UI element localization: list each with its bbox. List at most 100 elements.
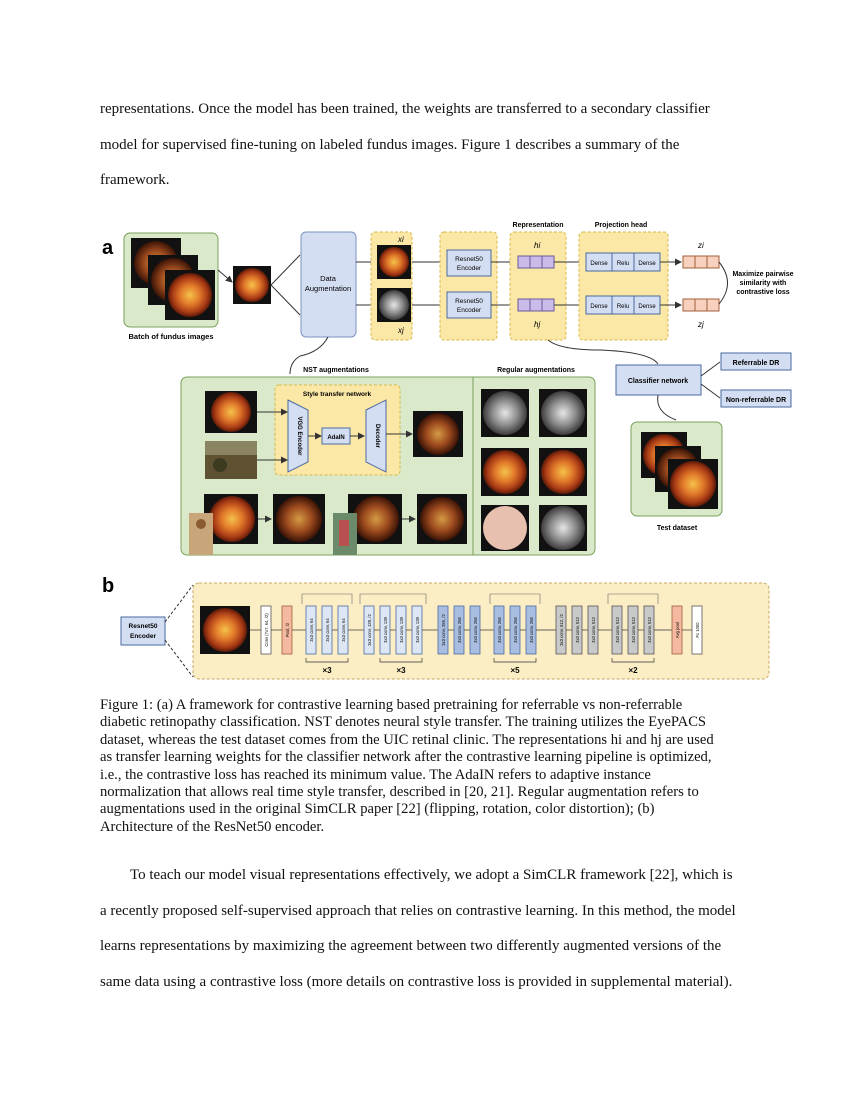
text-line: a recently proposed self-supervised appr… (100, 902, 736, 919)
regular-augmentation-grid (481, 389, 587, 551)
figure-caption: Figure 1: (a) A framework for contrastiv… (100, 697, 750, 836)
text-line: learns representations by maximizing the… (100, 938, 722, 954)
b-encoder-line2: Encoder (130, 633, 156, 640)
dense-label: Dense (638, 304, 656, 310)
layer-label: 3x3 conv, 512 (647, 616, 652, 642)
vgg-encoder-label: VGG Encoder (296, 416, 302, 456)
encoder-top (446, 249, 492, 277)
layer-label: 3x3 conv, 512 (615, 616, 620, 642)
caption-line: Architecture of the ResNet50 encoder. (100, 818, 325, 835)
layer-label: Fc 1000 (695, 622, 700, 638)
batch-fundus-stack (131, 238, 215, 320)
stylized-fundus (417, 413, 459, 455)
layer-label: 3x3 conv, 512 (591, 616, 596, 642)
b-input-fundus (203, 608, 247, 652)
referrable-box (720, 352, 792, 371)
xi-image (379, 247, 409, 277)
encoder-top-line1: Resnet50 (455, 256, 483, 263)
layer-label: 3x3 conv, 512 (575, 616, 580, 642)
b-encoder-box (120, 616, 166, 646)
regular-title: Regular augmentations (497, 367, 575, 374)
hi-label: hi (534, 241, 540, 250)
encoder-bottom-line1: Resnet50 (455, 298, 483, 305)
layer-label: 3x3 conv, 256 (473, 616, 478, 642)
caption-line: augmentations used in the original SimCL… (100, 801, 655, 818)
data-aug-line2: Augmentation (305, 284, 351, 293)
referrable-label: Referrable DR (733, 360, 780, 367)
multiplier-label: ×3 (396, 666, 406, 675)
zi-vector (682, 255, 720, 269)
encoder-top-line2: Encoder (457, 265, 482, 272)
intro-paragraph: representations. Once the model has been… (100, 92, 750, 199)
data-aug-line1: Data (320, 274, 337, 283)
text-line: model for supervised fine-tuning on labe… (100, 136, 680, 153)
multiplier-label: ×2 (628, 666, 638, 675)
text-line: representations. Once the model has been… (100, 101, 710, 117)
layer-label: 3x3 conv, 256 (457, 616, 462, 642)
decoder-block (365, 399, 387, 473)
dense-label: Dense (590, 304, 608, 310)
relu-label: Relu (617, 304, 629, 310)
contrastive-bracket (718, 261, 728, 305)
panel-b-label: b (102, 575, 114, 597)
layer-label: Pool, /2 (285, 622, 290, 637)
nst-example-row (189, 494, 467, 555)
representation-title: Representation (513, 222, 564, 229)
maximize-line1: Maximize pairwise (732, 271, 793, 278)
layer-label: 3x3 conv, 64 (325, 618, 330, 642)
maximize-line2: similarity with (740, 280, 787, 287)
text-line: framework. (100, 172, 170, 188)
multiplier-label: ×3 (322, 666, 332, 675)
layer-label: 3x3 conv, 512, /2 (559, 614, 564, 646)
text-line: same data using a contrastive loss (more… (100, 973, 733, 990)
caption-line: diabetic retinopathy classification. NST… (100, 714, 707, 731)
caption-line: normalization that allows real time styl… (100, 784, 699, 801)
projection-box (578, 231, 669, 341)
content-fundus (211, 392, 251, 432)
batch-label: Batch of fundus images (128, 332, 213, 341)
data-augmentation-box (300, 231, 357, 338)
test-fundus-stack (641, 432, 718, 509)
maximize-line3: contrastive loss (736, 289, 789, 296)
layer-label: 3x3 conv, 256 (513, 616, 518, 642)
multiplier-label: ×5 (510, 666, 520, 675)
non-referrable-box (720, 389, 792, 408)
relu-label: Relu (617, 261, 629, 267)
text-line: To teach our model visual representation… (130, 867, 733, 883)
resnet-layers: Conv (7x7, 64, /2) Pool, /2 3x3 conv, 64 3x… (250, 593, 703, 675)
vgg-encoder (287, 399, 309, 473)
caption-line: dataset, whereas the test dataset comes … (100, 731, 714, 748)
encoder-group-box (439, 231, 498, 341)
resnet-architecture-box (192, 582, 770, 680)
test-dataset-label: Test dataset (657, 525, 698, 532)
layer-label: 3x3 conv, 256 (529, 616, 534, 642)
xi-label: xi (397, 235, 404, 244)
zj-label: zj (697, 320, 704, 329)
projection-title: Projection head (595, 222, 648, 229)
adain-label: AdaIN (327, 435, 344, 441)
dense-label: Dense (638, 261, 656, 267)
layer-label: Conv (7x7, 64, /2) (264, 613, 269, 647)
decoder-label: Decoder (374, 424, 380, 449)
xj-label: xj (397, 326, 404, 335)
classifier-network-label: Classifier network (628, 378, 688, 385)
caption-line: Figure 1: (a) A framework for contrastiv… (100, 697, 683, 713)
non-referrable-label: Non-referrable DR (726, 397, 786, 404)
layer-label: 3x3 conv, 128 (415, 616, 420, 642)
style-network-title: Style transfer network (303, 391, 372, 398)
layer-label: 3x3 conv, 64 (309, 618, 314, 642)
layer-label: 3x3 conv, 128 (399, 616, 404, 642)
b-encoder-line1: Resnet50 (129, 623, 158, 630)
projection-head-bottom (585, 295, 661, 315)
encoder-bottom (446, 291, 492, 319)
layer-label: 3x3 conv, 128 (383, 616, 388, 642)
zj-vector (682, 298, 720, 312)
body-paragraph: To teach our model visual representation… (100, 858, 750, 1000)
caption-line: i.e., the contrastive loss has reached i… (100, 766, 651, 783)
layer-label: Avg pool (675, 622, 680, 638)
layer-label: 3x3 conv, 256, /2 (441, 614, 446, 646)
nst-title: NST augmentations (303, 367, 369, 374)
projection-head-top (585, 252, 661, 272)
caption-line: as transfer learning weights for the cla… (100, 749, 712, 766)
hi-vector (517, 255, 555, 269)
